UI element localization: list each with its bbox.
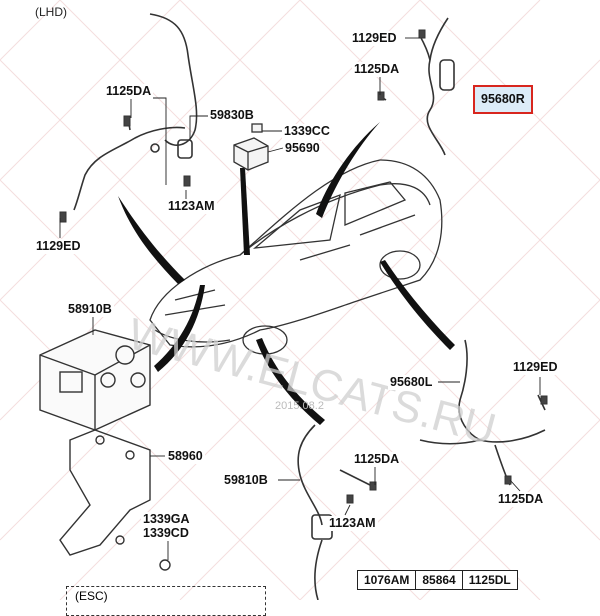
callout-1123AM-top: 1123AM (166, 199, 217, 214)
pointer-swooshes (118, 122, 455, 425)
callout-1125DA-right: 1125DA (496, 492, 546, 507)
bolts (59, 29, 548, 504)
callout-1339CC: 1339CC (282, 124, 332, 139)
hydraulic-unit-58910B (39, 329, 151, 431)
extra-parts-table: 1076AM 85864 1125DL (356, 570, 518, 590)
callout-58910B: 58910B (66, 302, 114, 317)
leader-lines (59, 37, 541, 560)
callout-59810B: 59810B (222, 473, 270, 488)
table-cell: 1125DL (461, 570, 518, 590)
callout-1125DA-left: 1125DA (104, 84, 154, 99)
callout-59830B: 59830B (208, 108, 256, 123)
callout-1123AM-bottom: 1123AM (327, 516, 378, 531)
callout-95690: 95690 (283, 141, 322, 156)
callout-95680L: 95680L (388, 375, 435, 390)
watermark-date: 2015.08.2 (275, 400, 324, 412)
variant-label: (LHD) (35, 5, 67, 19)
table-cell: 85864 (415, 570, 463, 590)
callout-1125DA-top: 1125DA (352, 62, 402, 77)
callout-1129ED-left: 1129ED (34, 239, 83, 254)
parts-diagram: WWW.ELCATS.RU (0, 0, 600, 600)
sensor-95690 (233, 123, 269, 171)
esc-variant-box: (ESC) (66, 586, 266, 616)
callout-1339GA: 1339GA (141, 512, 192, 527)
sensor-59830B (73, 13, 198, 211)
callout-1125DA-mid: 1125DA (352, 452, 402, 467)
callout-95680R-highlighted: 95680R (473, 85, 533, 114)
table-row: 1076AM 85864 1125DL (356, 570, 518, 590)
table-cell: 1076AM (356, 570, 417, 590)
callout-1129ED-top: 1129ED (350, 31, 399, 46)
callout-1129ED-right: 1129ED (511, 360, 560, 375)
callout-58960: 58960 (166, 449, 205, 464)
esc-label: (ESC) (75, 589, 108, 603)
bracket-58960 (59, 429, 171, 571)
callout-1339CD: 1339CD (141, 526, 191, 541)
